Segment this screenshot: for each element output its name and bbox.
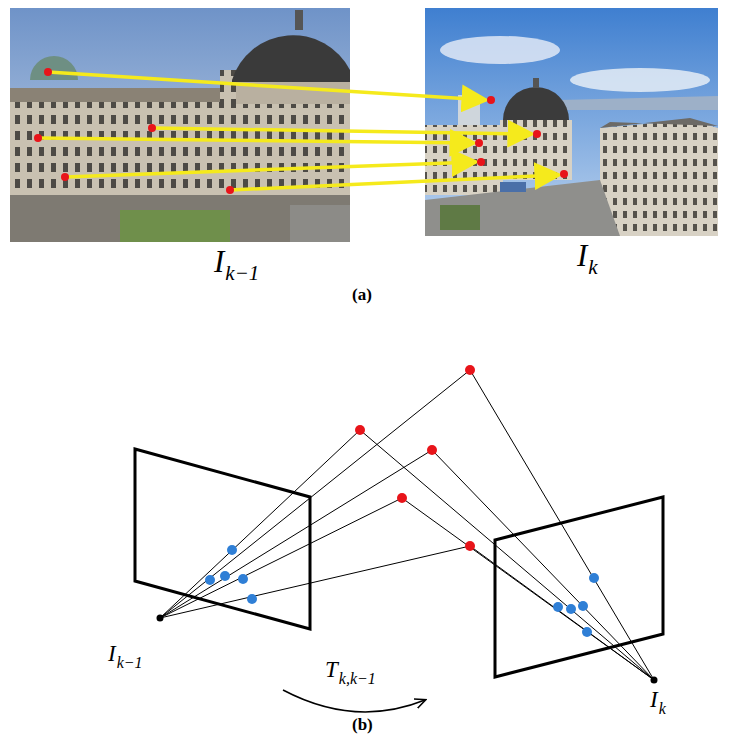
- photo-left: [10, 8, 350, 242]
- image-subscript: k: [588, 257, 597, 278]
- feature-points: [34, 68, 568, 194]
- camera-subscript: k: [659, 701, 666, 717]
- image-planes: [135, 449, 663, 677]
- image-symbol: I: [214, 246, 224, 277]
- camera-centers: [157, 615, 658, 684]
- transform-subscript: k,k−1: [339, 671, 376, 687]
- image-symbol: I: [577, 240, 587, 271]
- transform-symbol: T: [325, 658, 338, 681]
- figure-tag: (b): [352, 716, 373, 733]
- transform-arrow: [283, 690, 425, 712]
- camera-symbol: I: [650, 688, 658, 711]
- figure-tag: (a): [352, 286, 372, 303]
- image-subscript: k−1: [225, 263, 259, 284]
- camera-subscript: k−1: [117, 655, 143, 671]
- camera-symbol: I: [108, 642, 116, 665]
- world-points: [355, 365, 475, 551]
- image-points: [205, 545, 599, 637]
- projection-rays: [160, 370, 654, 680]
- photo-right: [425, 8, 718, 236]
- match-arrows: [38, 72, 559, 190]
